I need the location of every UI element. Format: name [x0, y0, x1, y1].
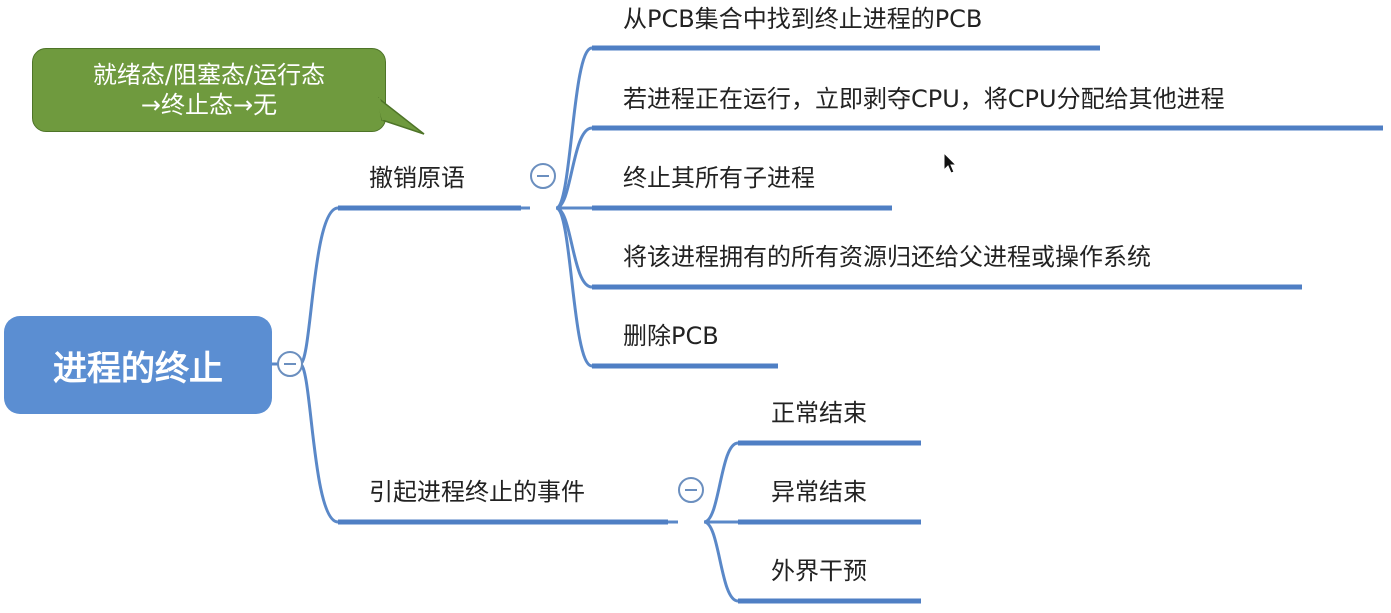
mouse-pointer-icon: [943, 152, 958, 174]
b1-child-1[interactable]: 从PCB集合中找到终止进程的PCB: [623, 5, 983, 33]
state-transition-callout: 就绪态/阻塞态/运行态 →终止态→无: [32, 48, 386, 132]
connector-b1-c2: [555, 126, 593, 210]
b1-child-5[interactable]: 删除PCB: [623, 322, 719, 350]
root-collapse-icon[interactable]: [277, 351, 303, 377]
branch-revoke-primitive[interactable]: 撤销原语: [369, 164, 465, 192]
b2-child-3[interactable]: 外界干预: [771, 557, 867, 585]
connector-root-to-branch-1: [298, 206, 339, 366]
callout-line-2: →终止态→无: [140, 91, 278, 119]
branch-1-collapse-icon[interactable]: [530, 163, 556, 189]
connector-root-to-branch-2: [298, 362, 339, 524]
b2-child-2[interactable]: 异常结束: [771, 478, 867, 506]
connector-b2-c1: [703, 441, 739, 524]
root-topic[interactable]: 进程的终止: [4, 316, 272, 414]
connector-b1-c5: [555, 206, 593, 368]
b1-child-3[interactable]: 终止其所有子进程: [623, 164, 815, 192]
callout-tail: [378, 97, 425, 135]
callout-line-1: 就绪态/阻塞态/运行态: [92, 61, 326, 89]
b2-child-1[interactable]: 正常结束: [771, 399, 867, 427]
connector-b2-c3: [703, 520, 739, 603]
b1-child-2[interactable]: 若进程正在运行，立即剥夺CPU，将CPU分配给其他进程: [623, 85, 1225, 113]
connector-b1-c1: [555, 46, 593, 210]
branch-2-collapse-icon[interactable]: [678, 477, 704, 503]
root-topic-label: 进程的终止: [53, 348, 223, 389]
b1-child-4[interactable]: 将该进程拥有的所有资源归还给父进程或操作系统: [623, 243, 1151, 271]
branch-termination-events[interactable]: 引起进程终止的事件: [369, 478, 585, 506]
